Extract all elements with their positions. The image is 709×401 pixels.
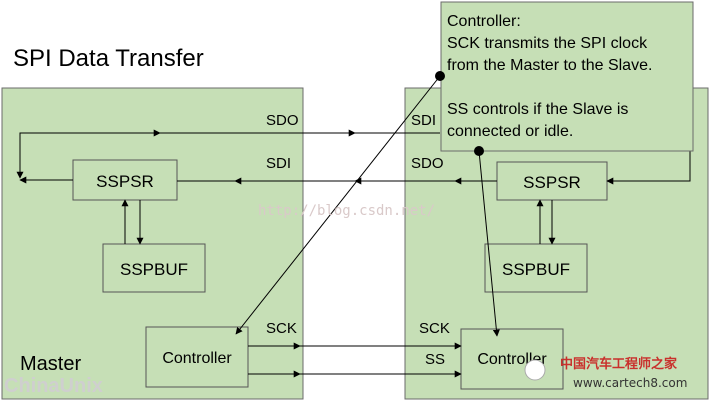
callout-line2: from the Master to the Slave. xyxy=(447,57,652,74)
slave-sspbuf-box xyxy=(484,243,588,293)
callout-line1: SCK transmits the SPI clock xyxy=(447,35,648,52)
slave-sspsr-sspbuf-link xyxy=(536,199,556,245)
callout-line3: SS controls if the Slave is xyxy=(447,101,628,118)
master-sspbuf-box xyxy=(102,243,206,293)
watermark-cartech-url: www.cartech8.com xyxy=(573,376,687,390)
watermark-blog: http://blog.csdn.net/ xyxy=(258,203,435,219)
master-sspbuf-label: SSPBUF xyxy=(120,260,188,279)
master-controller-label: Controller xyxy=(162,350,232,367)
master-shift-loop xyxy=(16,129,356,184)
slave-shift-loop xyxy=(606,150,691,185)
slave-sspsr-label: SSPSR xyxy=(523,173,581,192)
slave-sdi-label: SDI xyxy=(411,112,436,129)
slave-sck-label: SCK xyxy=(419,320,450,337)
callout-line4: connected or idle. xyxy=(447,123,573,140)
master-controller-box xyxy=(145,326,249,388)
watermark-chinaunix: ChinaUnix xyxy=(4,375,103,397)
callout-pointer-sck-master xyxy=(235,75,441,335)
wechat-icon xyxy=(524,359,546,381)
watermark-cartech: 中国汽车工程师之家 www.cartech8.com xyxy=(524,356,687,390)
master-sspsr-sspbuf-link xyxy=(121,199,144,245)
master-sdi-label: SDI xyxy=(266,155,291,172)
master-sdo-label: SDO xyxy=(266,112,299,129)
callout-box xyxy=(440,1,694,152)
diagram-title: SPI Data Transfer xyxy=(13,45,204,72)
master-label: Master xyxy=(20,353,81,375)
callout-heading: Controller: xyxy=(447,13,521,30)
callout-pointer-ss-slave xyxy=(478,150,500,337)
sck-ss-lines xyxy=(248,342,462,378)
slave-controller-box xyxy=(460,328,564,390)
watermark-cartech-cn: 中国汽车工程师之家 xyxy=(560,356,678,372)
slave-ss-label: SS xyxy=(425,351,445,368)
master-sspsr-label: SSPSR xyxy=(96,172,154,191)
slave-sspbuf-label: SSPBUF xyxy=(502,260,570,279)
master-sck-label: SCK xyxy=(266,320,297,337)
slave-sdo-label: SDO xyxy=(411,155,444,172)
